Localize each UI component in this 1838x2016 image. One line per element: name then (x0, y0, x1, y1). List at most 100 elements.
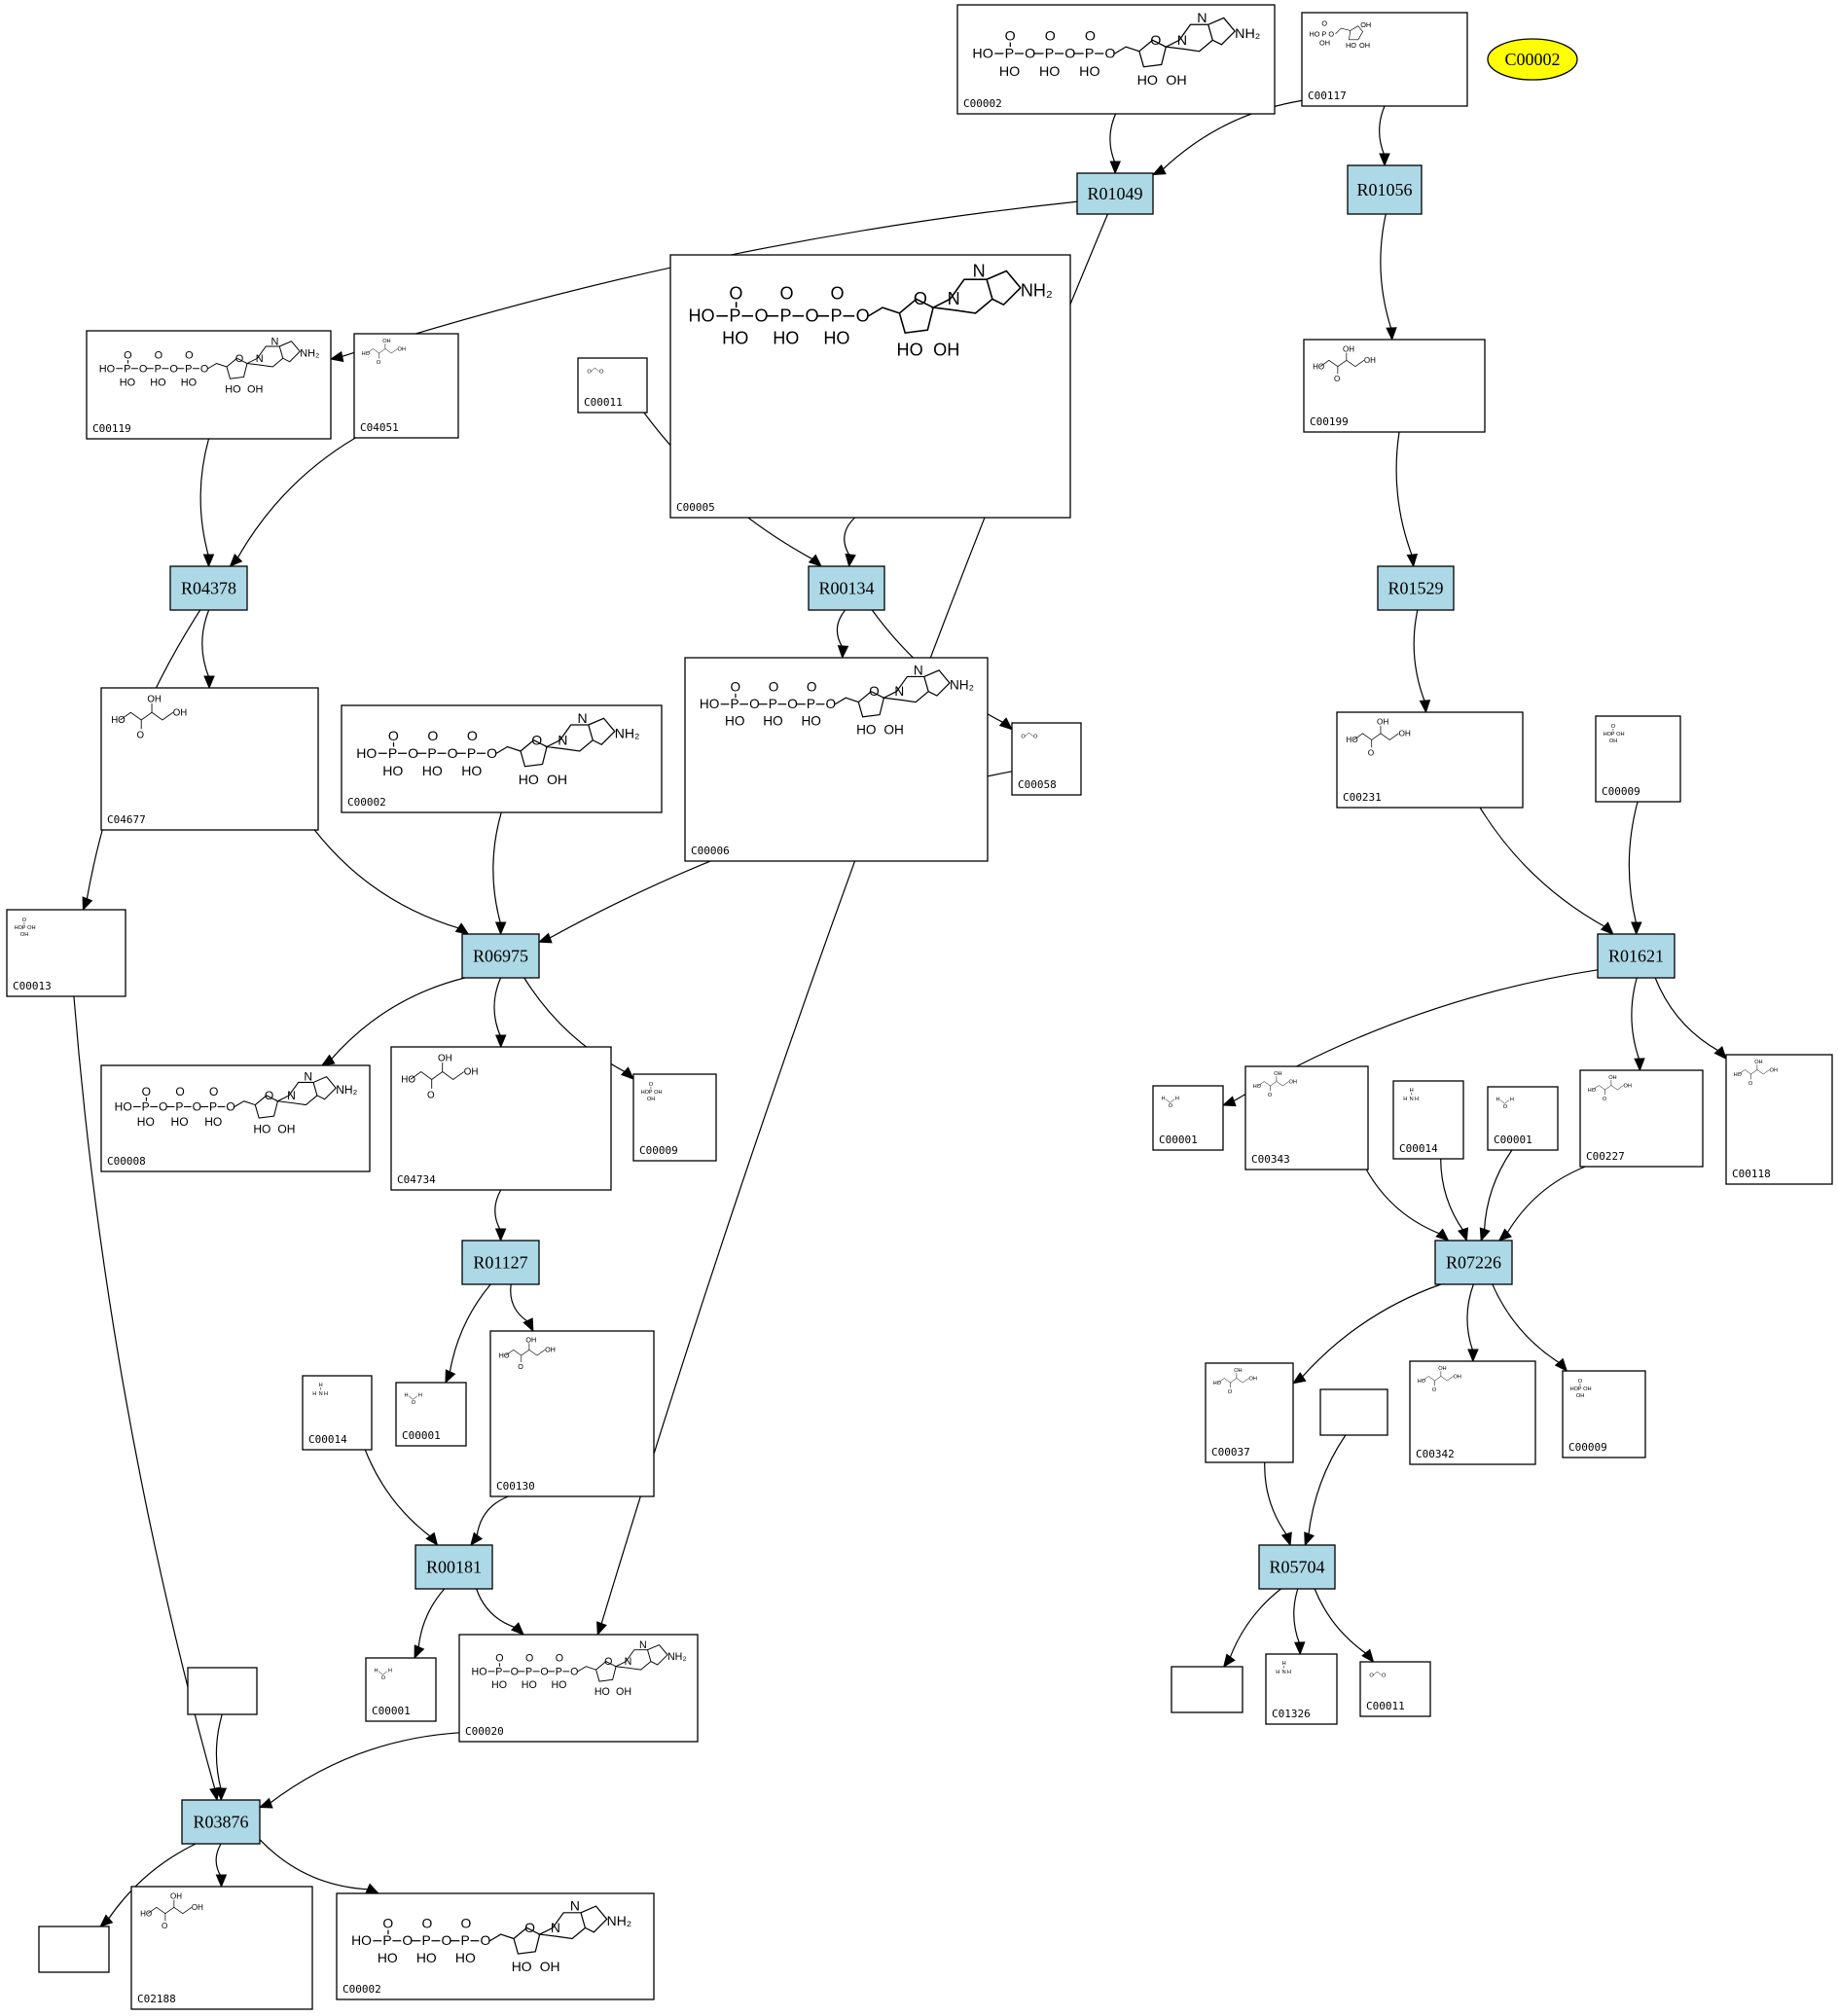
reaction-r03876[interactable]: R03876 (181, 1799, 261, 1845)
compound-blank_3[interactable] (1171, 1666, 1243, 1713)
compound-label: C00117 (1308, 90, 1347, 102)
compound-c00014_a[interactable]: C00014 (1392, 1080, 1464, 1160)
compound-c00009_b[interactable]: C00009 (632, 1073, 717, 1162)
edge-r01621-c00227 (1631, 977, 1645, 1072)
compound-label: C00002 (342, 1983, 381, 1996)
reaction-r01127[interactable]: R01127 (461, 1240, 540, 1285)
edge-r01127-c00130 (510, 1283, 534, 1333)
compound-c00009_c[interactable]: C00009 (1562, 1370, 1646, 1458)
reaction-label: R01621 (1608, 947, 1664, 966)
edge-c00002_mid-r06975 (492, 811, 507, 936)
reaction-r07226[interactable]: R07226 (1434, 1240, 1513, 1285)
compound-label: C04051 (360, 421, 399, 434)
reaction-r00181[interactable]: R00181 (414, 1544, 493, 1590)
edge-c00343-r07226 (1365, 1169, 1450, 1242)
compound-c02188[interactable]: C02188 (130, 1886, 313, 2010)
compound-c00231[interactable]: C00231 (1336, 711, 1524, 809)
compound-label: C00002 (347, 796, 386, 809)
reaction-label: R01529 (1388, 579, 1443, 598)
compound-c00002_bot[interactable]: C00002 (336, 1892, 655, 2000)
compound-c00343[interactable]: C00343 (1244, 1065, 1369, 1170)
reaction-r01049[interactable]: R01049 (1076, 172, 1154, 215)
edge-c00227-r07226 (1497, 1166, 1586, 1242)
reaction-r01529[interactable]: R01529 (1377, 565, 1455, 611)
compound-label: C00020 (465, 1725, 504, 1738)
reaction-label: R00181 (426, 1558, 482, 1577)
reaction-label: R07226 (1446, 1253, 1501, 1273)
compound-c00199[interactable]: C00199 (1303, 339, 1486, 433)
compound-blank_2[interactable] (1319, 1388, 1388, 1436)
compound-label: C00118 (1732, 1168, 1771, 1180)
edge-c00005-r00134 (844, 517, 856, 568)
compound-c00001_a[interactable]: C00001 (1152, 1085, 1224, 1151)
compound-c00117[interactable]: C00117 (1301, 12, 1468, 107)
edge-c00130-r00181 (470, 1495, 509, 1547)
compound-label: C00002 (963, 97, 1002, 110)
compound-c00001_c[interactable]: C00001 (395, 1382, 467, 1447)
reaction-label: R00134 (818, 579, 874, 598)
compound-c00001_b[interactable]: C00001 (1487, 1086, 1559, 1151)
compound-label: C00001 (1159, 1134, 1198, 1146)
edge-r07226-c00342 (1466, 1283, 1479, 1363)
compound-c00006[interactable]: C00006 (684, 657, 989, 862)
reaction-r04378[interactable]: R04378 (169, 565, 248, 611)
reaction-r00134[interactable]: R00134 (808, 565, 885, 611)
edge-r00181-c00001_d (414, 1588, 446, 1660)
compound-c00020[interactable]: C00020 (458, 1634, 699, 1743)
compound-label: C00011 (1366, 1700, 1405, 1712)
compound-c04734[interactable]: C04734 (390, 1046, 612, 1191)
edge-c00020-r03876 (258, 1732, 460, 1809)
edge-c00014_b-r00181 (364, 1449, 439, 1547)
compound-label: C00008 (107, 1155, 146, 1168)
edge-c04734-r01127 (494, 1189, 507, 1242)
compound-c00037[interactable]: C00037 (1205, 1362, 1294, 1463)
edge-r04378-c04677 (201, 609, 215, 690)
edge-c00002_top-r01049 (1109, 113, 1121, 175)
compound-blank_4[interactable] (38, 1926, 110, 1973)
compound-label: C02188 (137, 1993, 176, 2005)
edge-r05704-blank_3 (1222, 1588, 1281, 1669)
compound-label: C00058 (1018, 778, 1057, 791)
compound-c00058[interactable]: C00058 (1011, 722, 1082, 796)
legend-highlight[interactable]: C00002 (1487, 38, 1578, 81)
compound-label: C00037 (1211, 1446, 1250, 1458)
compound-c00119[interactable]: C00119 (86, 330, 332, 440)
compound-c00005[interactable]: C00005 (669, 254, 1071, 519)
compound-c00002_mid[interactable]: C00002 (341, 704, 663, 813)
compound-c00118[interactable]: C00118 (1725, 1054, 1833, 1185)
compound-label: C04677 (107, 813, 146, 826)
compound-label: C00130 (496, 1480, 535, 1493)
compound-c01326[interactable]: C01326 (1265, 1653, 1338, 1725)
edge-r07226-c00009_c (1492, 1283, 1568, 1372)
compound-c00011_a[interactable]: C00011 (577, 357, 648, 414)
edge-r00134-c00006 (836, 609, 849, 660)
compound-c00011_b[interactable]: C00011 (1359, 1661, 1431, 1717)
edge-r06975-c04734 (493, 977, 507, 1049)
compound-label: C00011 (584, 396, 623, 409)
compound-label: C00014 (1399, 1142, 1438, 1155)
compound-c00001_d[interactable]: C00001 (365, 1657, 437, 1722)
reaction-r01621[interactable]: R01621 (1597, 933, 1676, 979)
edge-r03876-c02188 (215, 1843, 228, 1889)
compound-c00227[interactable]: C00227 (1579, 1069, 1704, 1168)
edge-c00199-r01529 (1395, 431, 1419, 568)
compound-c00342[interactable]: C00342 (1409, 1360, 1536, 1465)
edge-c00117-r01056 (1379, 105, 1390, 167)
compound-c04677[interactable]: C04677 (100, 687, 319, 831)
compound-blank_1[interactable] (187, 1667, 258, 1715)
compound-c00009_a[interactable]: C00009 (1595, 715, 1681, 803)
compound-c00013[interactable]: C00013 (6, 909, 126, 997)
compound-c00130[interactable]: C00130 (489, 1330, 655, 1497)
compound-c00002_top[interactable]: C00002 (956, 4, 1276, 115)
reaction-label: R03876 (193, 1813, 248, 1832)
reaction-r01056[interactable]: R01056 (1347, 164, 1423, 215)
compound-c00008[interactable]: C00008 (100, 1064, 371, 1172)
compound-label: C00343 (1251, 1153, 1290, 1166)
compound-c00014_b[interactable]: C00014 (302, 1375, 373, 1451)
reaction-r05704[interactable]: R05704 (1258, 1544, 1336, 1590)
edge-r07226-c00037 (1291, 1283, 1442, 1385)
compound-c04051[interactable]: C04051 (353, 333, 459, 439)
reaction-r06975[interactable]: R06975 (461, 933, 540, 979)
